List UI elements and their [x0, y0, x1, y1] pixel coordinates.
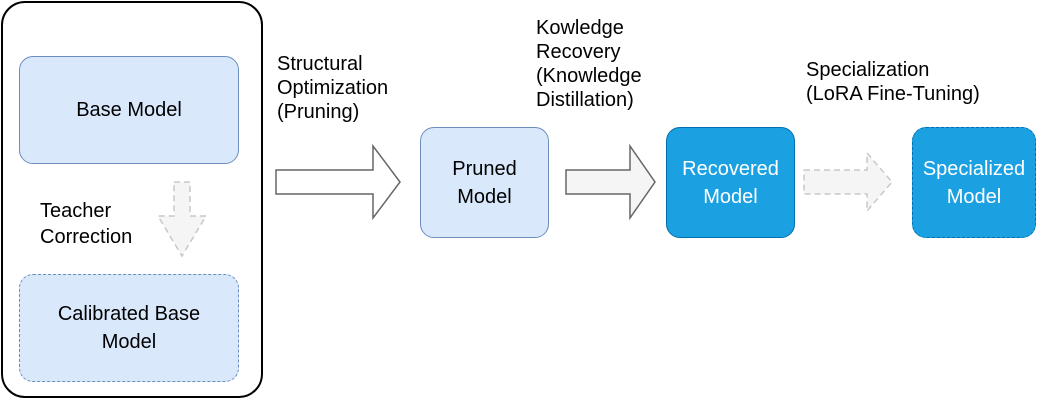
teacher-correction-label: Teacher Correction	[40, 200, 133, 248]
base-model-group-container	[1, 1, 263, 398]
specialization-label: Specialization (LoRA Fine-Tuning)	[806, 59, 980, 105]
distillation-arrow	[565, 143, 656, 221]
pruned-model-node: Pruned Model	[420, 127, 549, 238]
specialization-arrow	[803, 150, 893, 214]
pruning-arrow	[275, 143, 401, 221]
knowledge-recovery-label: Kowledge Recovery (Knowledge Distillatio…	[536, 17, 642, 111]
structural-optimization-label: Structural Optimization (Pruning)	[277, 53, 389, 123]
base-model-node: Base Model	[19, 56, 239, 164]
recovered-model-node: Recovered Model	[666, 127, 795, 238]
calibrated-base-model-node: Calibrated Base Model	[19, 274, 239, 382]
teacher-correction-arrow	[156, 181, 208, 258]
specialized-model-node: Specialized Model	[912, 127, 1036, 238]
